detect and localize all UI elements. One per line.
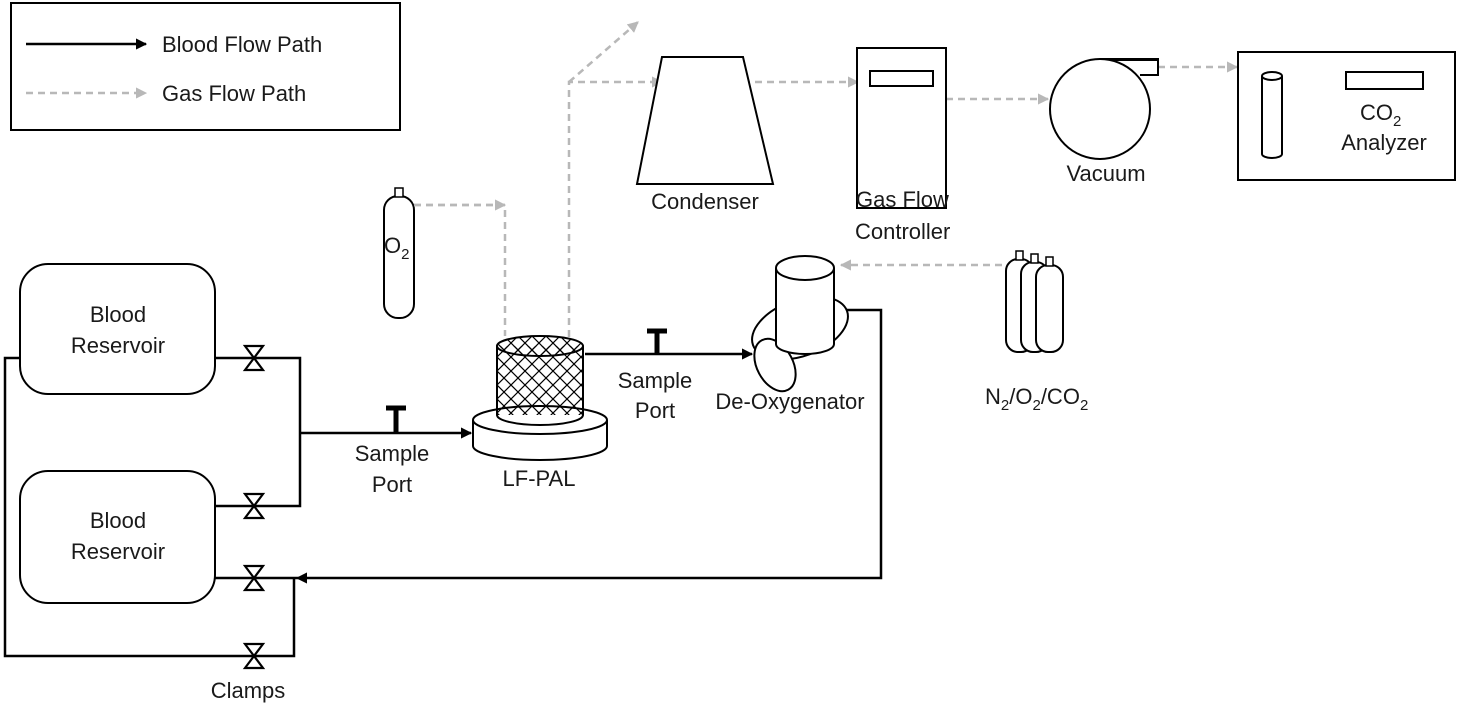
gas-flow-paths	[414, 21, 1239, 337]
clamps: Clamps	[211, 344, 286, 703]
clamp-3	[242, 564, 266, 592]
legend-box	[10, 2, 401, 131]
gas-mix-tanks: N2/O2/CO2	[985, 250, 1088, 414]
lf-pal-device: LF-PAL	[472, 335, 608, 491]
sample-port-left-label-1: Sample	[355, 441, 430, 466]
reservoir-top: Blood Reservoir	[19, 263, 216, 395]
clamp-2	[242, 492, 266, 520]
sample-port-right: Sample Port	[618, 328, 693, 423]
gas-mix-label: N2/O2/CO2	[985, 384, 1088, 414]
vacuum-pump: Vacuum	[1049, 58, 1159, 186]
reservoir-bottom: Blood Reservoir	[19, 470, 216, 604]
condenser-label: Condenser	[651, 189, 759, 214]
sample-port-right-label-1: Sample	[618, 368, 693, 393]
sample-port-left-label-2: Port	[372, 472, 412, 497]
deoxygenator-label: De-Oxygenator	[715, 389, 864, 414]
legend-gas-label: Gas Flow Path	[162, 81, 306, 106]
sample-port-right-label-2: Port	[635, 398, 675, 423]
co2-analyzer: CO2 Analyzer	[1237, 51, 1456, 181]
lf-pal-label: LF-PAL	[503, 466, 576, 491]
reservoir-bottom-label-1: Blood	[90, 508, 146, 533]
o2-label: O2	[384, 233, 409, 263]
gas-flow-controller-label-2: Controller	[855, 219, 950, 244]
co2-analyzer-label-2: Analyzer	[1341, 130, 1427, 155]
deoxygenator: De-Oxygenator	[715, 255, 865, 414]
reservoir-top-label-1: Blood	[90, 302, 146, 327]
gas-flow-controller: Gas Flow Controller	[855, 47, 950, 244]
legend: Blood Flow Path Gas Flow Path	[10, 2, 401, 131]
reservoir-bottom-label-2: Reservoir	[71, 539, 165, 564]
clamps-label: Clamps	[211, 678, 286, 703]
reservoir-top-label-2: Reservoir	[71, 333, 165, 358]
o2-tank: O2	[383, 187, 415, 319]
clamp-4	[242, 642, 266, 670]
clamp-1	[242, 344, 266, 372]
vacuum-label: Vacuum	[1066, 161, 1145, 186]
co2-analyzer-label-1: CO2	[1360, 100, 1401, 130]
blood-flow-paths	[3, 308, 883, 658]
gas-flow-controller-label-1: Gas Flow	[856, 187, 949, 212]
condenser: Condenser	[635, 56, 775, 214]
legend-blood-label: Blood Flow Path	[162, 32, 322, 57]
sample-port-left: Sample Port	[355, 405, 430, 497]
